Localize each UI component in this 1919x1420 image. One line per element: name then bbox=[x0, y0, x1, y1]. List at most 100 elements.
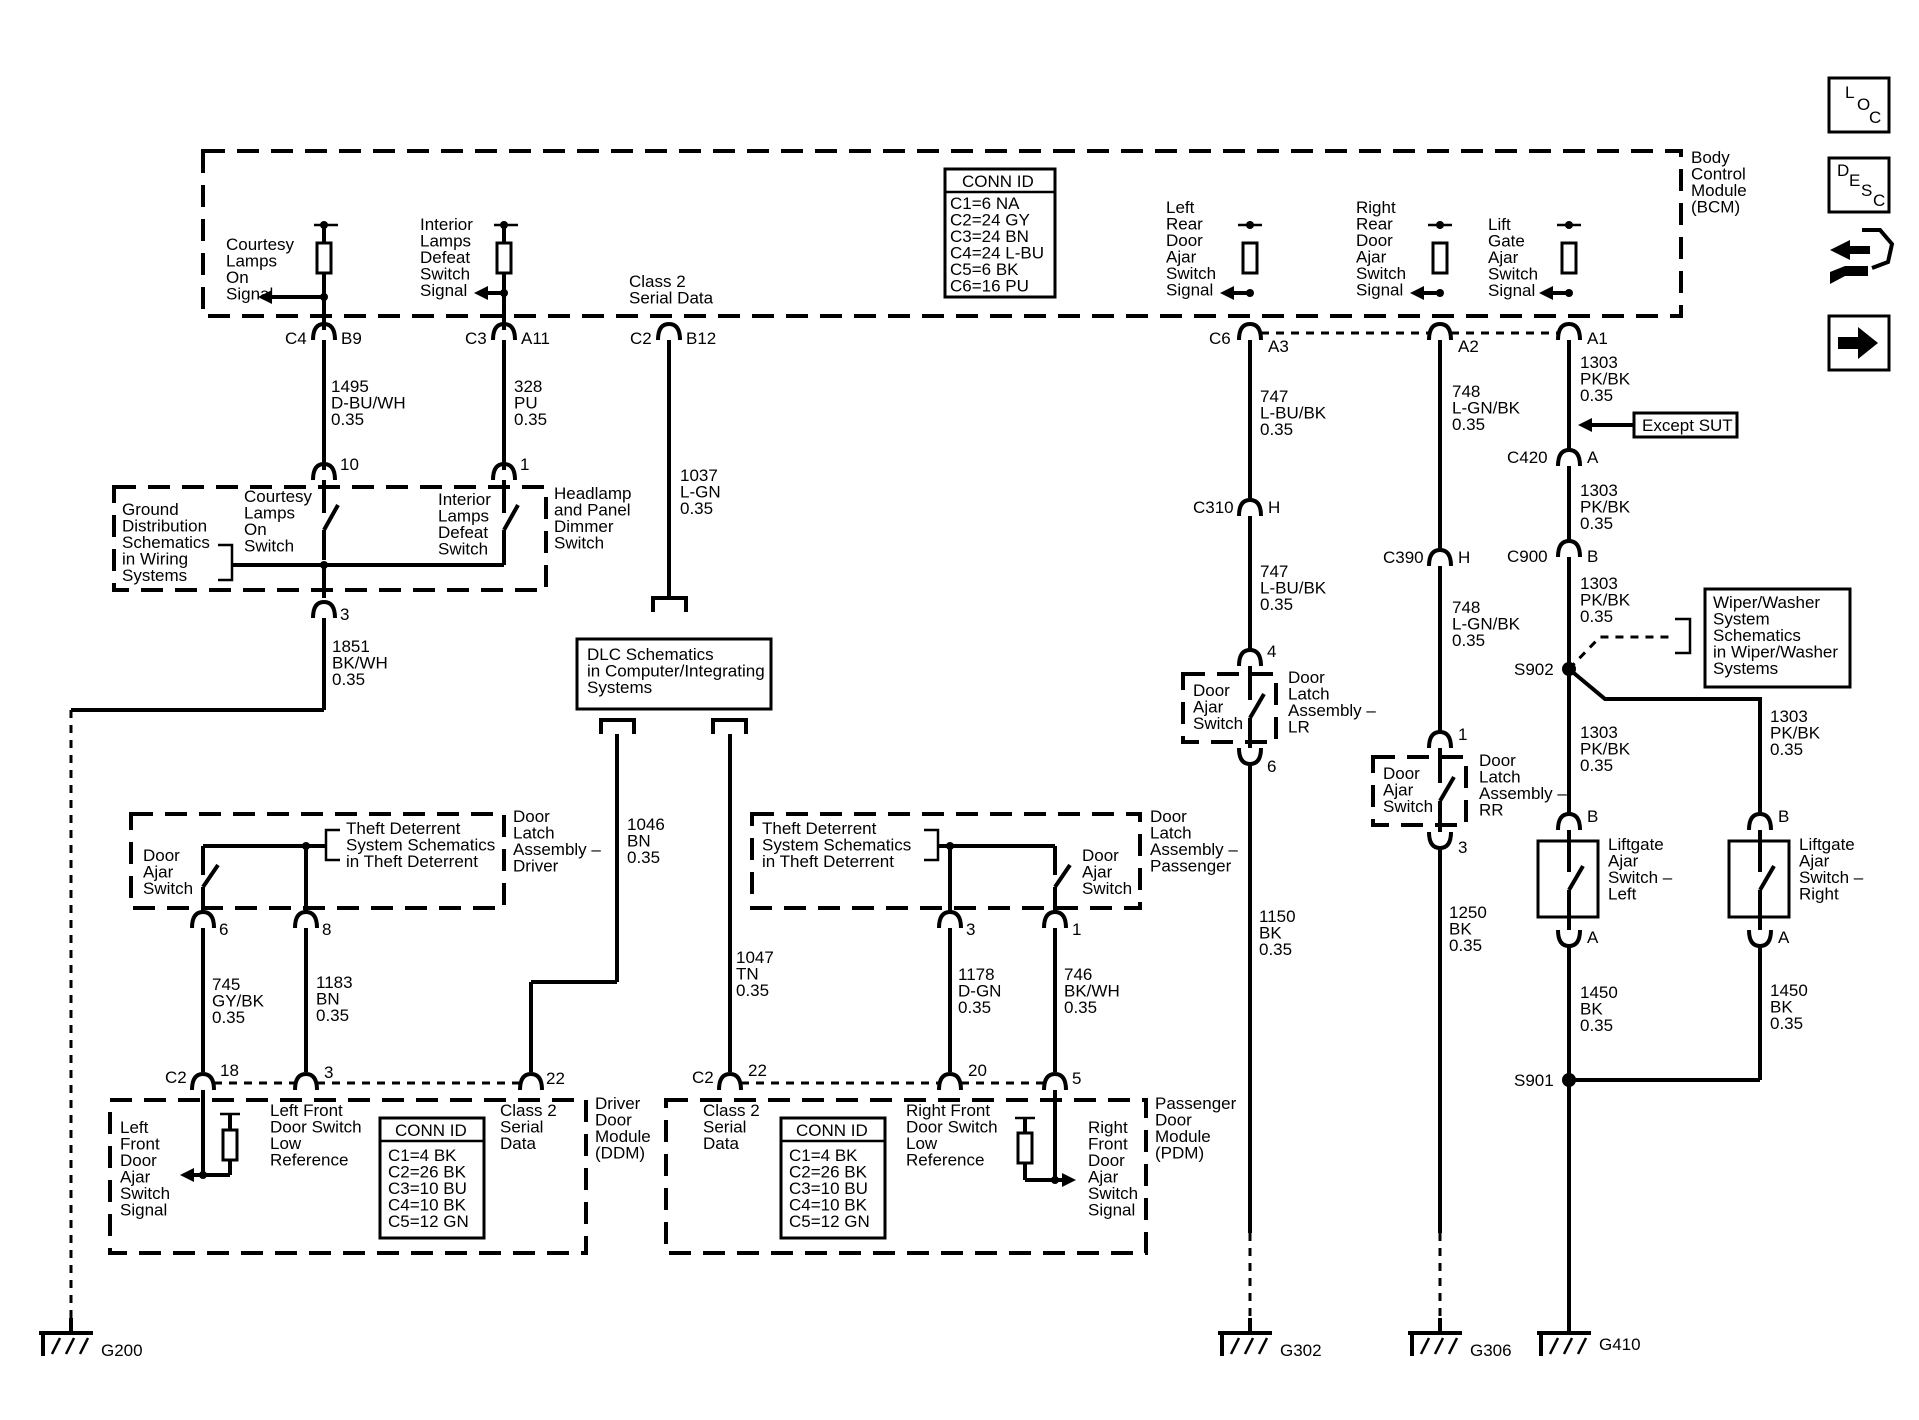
connector-c6 bbox=[1237, 321, 1582, 341]
bcm-conn-id-title: CONN ID bbox=[962, 172, 1034, 191]
except-sut-label: Except SUT bbox=[1642, 416, 1733, 435]
desc-button[interactable]: D E S C bbox=[1827, 156, 1891, 214]
pin-d8: 8 bbox=[322, 920, 331, 939]
pin-a3: A3 bbox=[1268, 337, 1289, 356]
pin-c2: C2 bbox=[630, 329, 652, 348]
pin-3: 3 bbox=[340, 605, 349, 624]
ground-g410-icon bbox=[1537, 1331, 1591, 1356]
pin-d22: 22 bbox=[546, 1069, 565, 1088]
splice-s901 bbox=[1562, 1073, 1576, 1087]
ddm-lf-input bbox=[180, 1090, 240, 1182]
pin-h-c310: H bbox=[1268, 498, 1280, 517]
pin-p5: 5 bbox=[1072, 1069, 1081, 1088]
bcm-terminal-interior bbox=[474, 221, 518, 330]
loc-letter-c: C bbox=[1869, 108, 1881, 127]
desc-letter-s: S bbox=[1861, 181, 1872, 200]
arrow-right-icon bbox=[1838, 327, 1878, 359]
pin-c4: C4 bbox=[285, 329, 307, 348]
loc-letter-l: L bbox=[1845, 83, 1854, 102]
pin-a-c420: A bbox=[1587, 448, 1599, 467]
pin-lift-a: A bbox=[1587, 928, 1599, 947]
ground-g302-label: G302 bbox=[1280, 1341, 1322, 1360]
bcm-terminal-left-rear bbox=[1220, 221, 1262, 300]
connector-c2-b12 bbox=[656, 321, 682, 341]
pin-10: 10 bbox=[340, 455, 359, 474]
pin-c2-ddm: C2 bbox=[165, 1068, 187, 1087]
loc-button[interactable]: L O C bbox=[1827, 76, 1891, 134]
connector-wrench-icon[interactable] bbox=[1830, 228, 1895, 284]
bcm-terminal-courtesy bbox=[258, 221, 338, 330]
ground-g200-icon bbox=[39, 1331, 93, 1356]
except-sut-box bbox=[1632, 411, 1739, 439]
desc-letter-d: D bbox=[1837, 161, 1849, 180]
pin-a2: A2 bbox=[1458, 337, 1479, 356]
loc-letter-o: O bbox=[1857, 95, 1870, 114]
door-latch-lr-outline bbox=[1181, 672, 1278, 744]
pdm-conn-id-title: CONN ID bbox=[796, 1121, 868, 1140]
pin-p1p: 1 bbox=[1072, 920, 1081, 939]
desc-letter-c: C bbox=[1873, 191, 1885, 210]
connector-ddm-c2 bbox=[190, 1071, 544, 1091]
ground-g306-icon bbox=[1408, 1331, 1462, 1356]
pin-h-c390: H bbox=[1458, 548, 1470, 567]
pin-6: 6 bbox=[1267, 757, 1276, 776]
bcm-terminal-liftgate bbox=[1539, 221, 1581, 300]
pin-1: 1 bbox=[520, 455, 529, 474]
pin-1r: 1 bbox=[1458, 725, 1467, 744]
pin-liftr-b: B bbox=[1778, 807, 1789, 826]
ddm-conn-id-title: CONN ID bbox=[395, 1121, 467, 1140]
wiper-washer-box bbox=[1703, 587, 1852, 689]
arrow-right-button[interactable] bbox=[1827, 314, 1891, 372]
ground-g200-label: G200 bbox=[101, 1341, 143, 1360]
headlamp-switch-outline bbox=[112, 485, 548, 592]
connector-pdm-c2 bbox=[717, 1071, 1068, 1091]
door-latch-driver-outline bbox=[129, 812, 506, 910]
pin-p3p: 3 bbox=[966, 920, 975, 939]
ground-g410-label: G410 bbox=[1599, 1335, 1641, 1354]
ground-g306-label: G306 bbox=[1470, 1341, 1512, 1360]
door-latch-rr-outline bbox=[1371, 755, 1468, 827]
pin-a1: A1 bbox=[1587, 329, 1608, 348]
ddm-conn-id-box bbox=[378, 1116, 486, 1240]
pdm-conn-id-box bbox=[779, 1116, 887, 1240]
